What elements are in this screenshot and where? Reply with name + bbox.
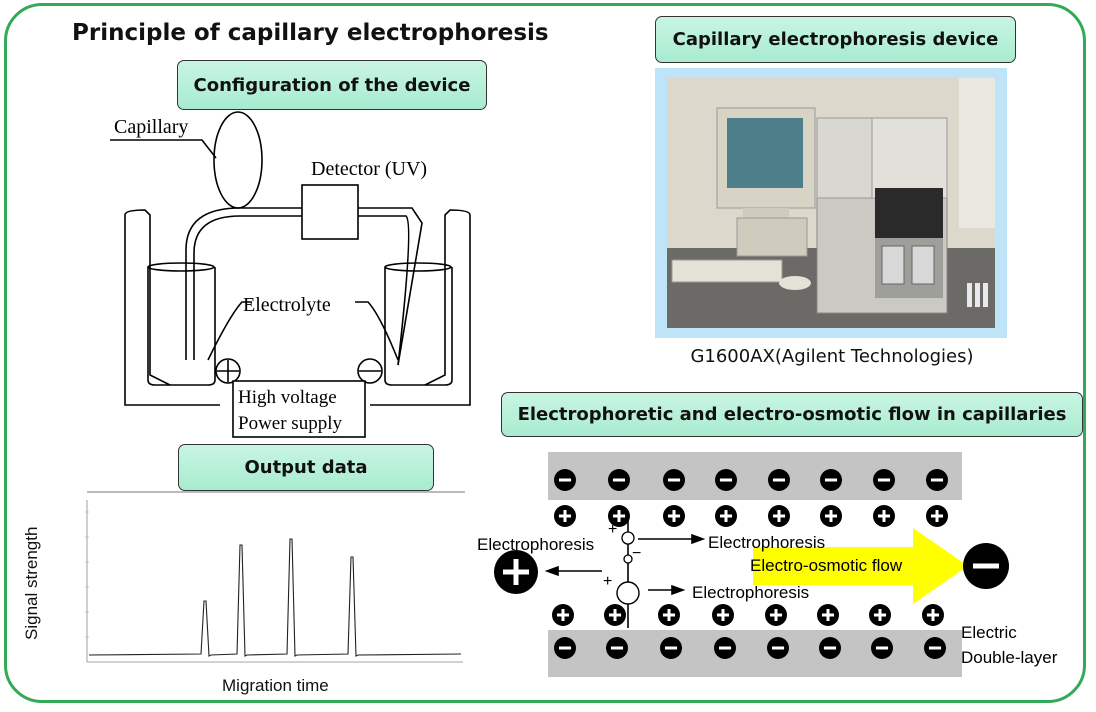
eof-label: Electro-osmotic flow [750, 556, 903, 575]
output-data-label: Output data [178, 444, 434, 491]
charge-plus-top: + [608, 521, 617, 538]
plus-sign [556, 608, 570, 622]
detector-label: Detector (UV) [311, 158, 427, 180]
double-layer-line2: Double-layer [961, 648, 1058, 667]
flow-label: Electrophoretic and electro-osmotic flow… [501, 392, 1083, 437]
output-chart [85, 491, 465, 663]
y-axis-label: Signal strength [22, 526, 41, 640]
plus-sign [930, 509, 944, 523]
plus-sign [877, 509, 891, 523]
plus-sign [667, 509, 681, 523]
instrument-illustration [667, 78, 995, 328]
eof-arrow [753, 528, 968, 604]
configuration-label: Configuration of the device [177, 60, 487, 110]
double-layer-line1: Electric [961, 623, 1017, 642]
high-voltage-label: High voltage [238, 387, 337, 408]
device-caption: G1600AX(Agilent Technologies) [690, 346, 974, 367]
plus-sign [719, 509, 733, 523]
plus-sign [926, 608, 940, 622]
device-photo [655, 68, 1007, 338]
capillary-label: Capillary [114, 116, 188, 138]
tiny-analyte [623, 554, 633, 564]
plus-sign [873, 608, 887, 622]
plus-sign [772, 509, 786, 523]
plus-sign [769, 608, 783, 622]
plus-sign [716, 608, 730, 622]
plus-sign [608, 608, 622, 622]
plus-sign [662, 608, 676, 622]
plus-sign [558, 509, 572, 523]
electrophoresis-left-label: Electrophoresis [477, 535, 594, 554]
electrolyte-label: Electrolyte [243, 294, 331, 316]
chromatogram-trace [88, 538, 462, 657]
plus-sign [824, 509, 838, 523]
large-analyte [616, 581, 640, 605]
electrophoresis-bottom-label: Electrophoresis [692, 583, 809, 602]
charge-minus: − [632, 545, 641, 562]
outer-frame [4, 3, 1086, 703]
plus-sign [612, 509, 626, 523]
electrophoresis-top-label: Electrophoresis [708, 533, 825, 552]
charge-plus-bottom: + [603, 573, 612, 590]
x-axis-label: Migration time [222, 676, 329, 695]
small-analyte [621, 531, 635, 545]
device-label: Capillary electrophoresis device [655, 16, 1016, 63]
power-supply-label: Power supply [238, 413, 342, 434]
plus-sign [821, 608, 835, 622]
flow-diagram: Electrophoresis Electrophoresis Electrop… [477, 452, 1058, 677]
configuration-diagram: Capillary Detector (UV) Electrolyte High… [110, 111, 471, 438]
page-title: Principle of capillary electrophoresis [72, 20, 549, 46]
